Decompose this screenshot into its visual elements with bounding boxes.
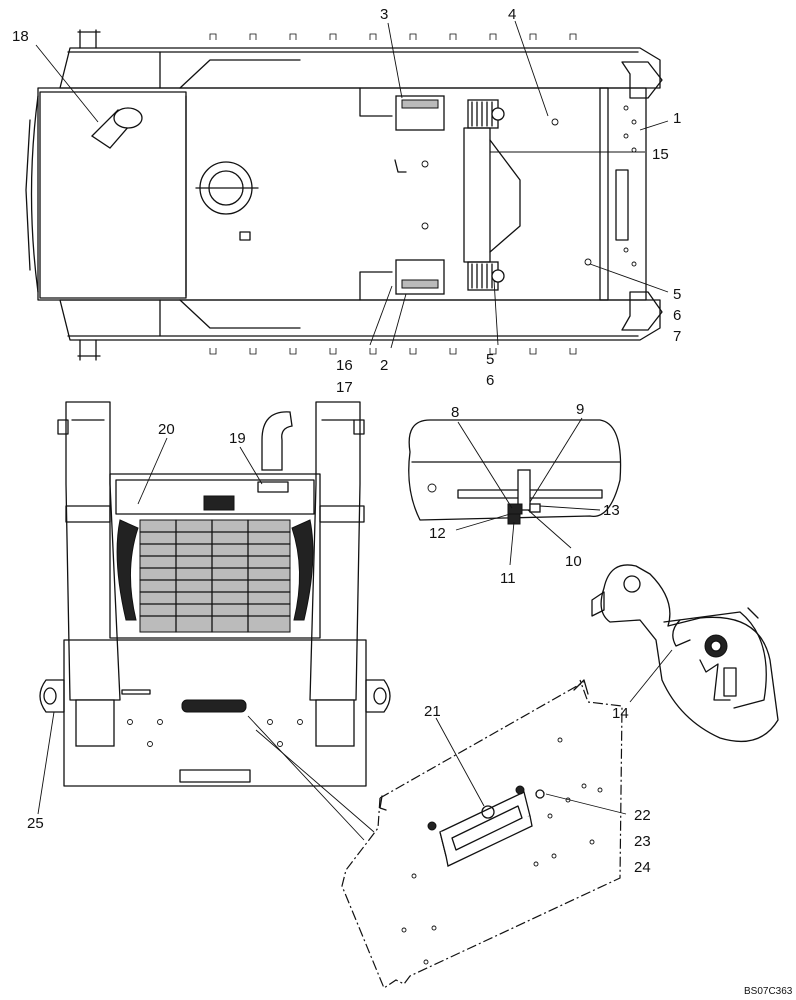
spring-upper: [467, 99, 505, 129]
rear-view: [39, 401, 391, 787]
latch-leaders: [629, 649, 673, 703]
callout-15: 15: [652, 146, 669, 163]
radiator-grille: [139, 519, 291, 633]
callout-8: 8: [451, 404, 459, 421]
callout-4: 4: [508, 6, 516, 23]
callout-6: 6: [673, 307, 681, 324]
rear-door-panel: [341, 679, 623, 989]
callout-16: 16: [336, 357, 353, 374]
callout-7: 7: [673, 328, 681, 345]
callout-labels: 1 2 3 4 5 6 7 5 6 8 9 10 11 12 13 14 15 …: [12, 6, 793, 997]
callout-11: 11: [500, 570, 516, 587]
callout-21: 21: [424, 703, 441, 720]
callout-1: 1: [673, 110, 681, 127]
callout-13: 13: [603, 502, 620, 519]
callout-25: 25: [27, 815, 44, 832]
top-view-leaders: [35, 20, 669, 349]
drawing-code: BS07C363: [744, 986, 793, 997]
detail-latch: [591, 564, 779, 742]
callout-20: 20: [158, 421, 175, 438]
callout-3: 3: [380, 6, 388, 23]
callout-9: 9: [576, 401, 584, 418]
callout-24: 24: [634, 859, 651, 876]
panel-leaders: [247, 715, 627, 841]
callout-5-lower: 5: [486, 351, 494, 368]
hitch-leaders: [455, 417, 601, 566]
callout-5: 5: [673, 286, 681, 303]
callout-2: 2: [380, 357, 388, 374]
callout-19: 19: [229, 430, 246, 447]
rear-view-leaders: [37, 437, 263, 815]
spring-lower: [467, 261, 505, 291]
callout-14: 14: [612, 705, 629, 722]
callout-10: 10: [565, 553, 582, 570]
detail-hitch: [408, 419, 622, 525]
callout-23: 23: [634, 833, 651, 850]
chassis-top-view: [25, 29, 663, 361]
callout-18: 18: [12, 28, 29, 45]
callout-22: 22: [634, 807, 651, 824]
callout-17: 17: [336, 379, 353, 396]
callout-6-lower: 6: [486, 372, 494, 389]
callout-12: 12: [429, 525, 446, 542]
